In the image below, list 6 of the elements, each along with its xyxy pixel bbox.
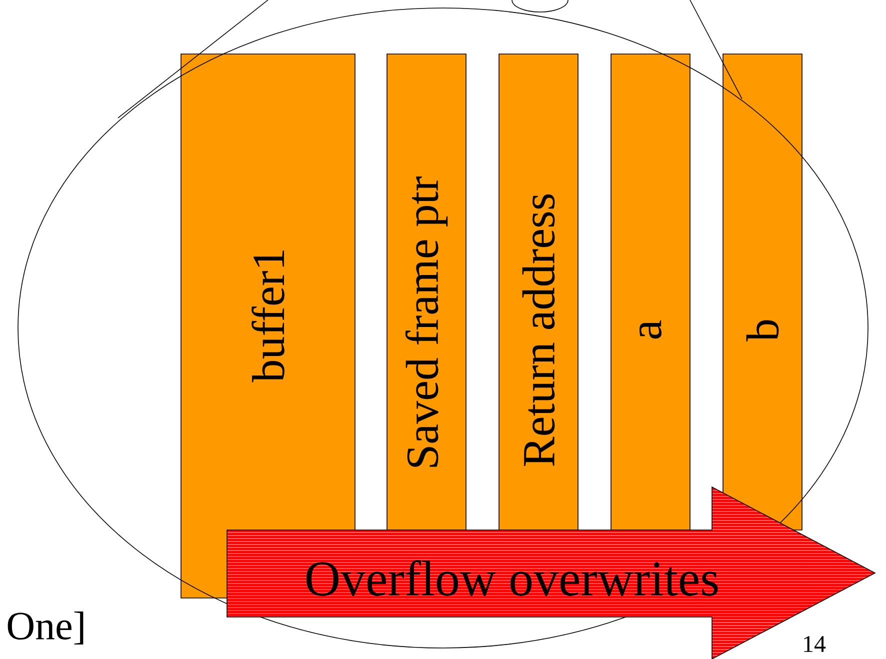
page-number: 14 (804, 636, 826, 652)
slide-text: One] (8, 611, 84, 645)
stack-slot-box: a (610, 54, 690, 530)
stack-slot-box: Saved frame ptr (386, 54, 466, 530)
stack-slot-box: b (722, 54, 802, 530)
stack-slot-box: Return address (498, 54, 578, 530)
